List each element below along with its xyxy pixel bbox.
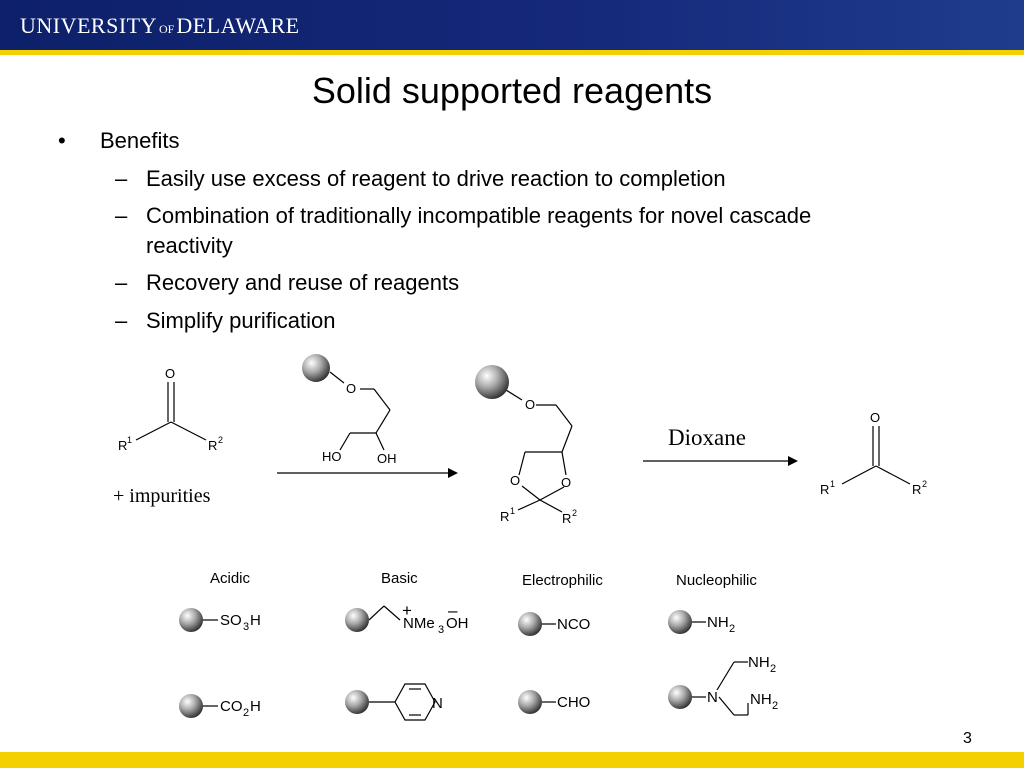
formula-text: NH [707,614,729,631]
atom-label: R [562,511,571,526]
atom-label: O [870,410,880,425]
formula-text: 2 [770,663,776,675]
formula-text: + [402,601,412,620]
header-stripe [0,50,1024,55]
atom-label: R [820,482,829,497]
formula-text: NH [748,654,770,671]
atom-label: 1 [830,479,835,489]
impurities-label: + impurities [113,485,211,507]
formula-text: – [448,601,458,620]
atom-label: 1 [510,506,515,516]
formula-text: NCO [557,616,590,633]
category-nucleophilic: Nucleophilic [676,572,757,589]
sub-item: Simplify purification [146,308,336,333]
formula-text: OH [446,615,469,632]
logo-text-of: OF [159,22,175,36]
atom-label: 2 [922,479,927,489]
dash-marker: – [115,203,128,228]
atom-label: R [912,482,921,497]
solvent-label: Dioxane [668,425,746,450]
sub-item-continued: reactivity [146,233,233,258]
resin-bead [302,354,330,382]
atom-label: R [500,509,509,524]
formula-text: SO [220,612,242,629]
resin-bead [668,685,692,709]
atom-label: O [561,475,571,490]
formula-text: 3 [243,621,249,633]
atom-label: O [525,397,535,412]
atom-label: R [118,438,127,453]
category-electrophilic: Electrophilic [522,572,603,589]
resin-bead [179,694,203,718]
atom-label: 2 [572,508,577,518]
sub-item: Easily use excess of reagent to drive re… [146,166,726,191]
resin-bead [179,608,203,632]
atom-label: HO [322,449,342,464]
dash-marker: – [115,270,128,295]
atom-label: O [346,381,356,396]
formula-text: H [250,612,261,629]
formula-text: 2 [729,623,735,635]
atom-label: O [165,366,175,381]
atom-label: R [208,438,217,453]
dash-marker: – [115,166,128,191]
sub-item: Combination of traditionally incompatibl… [146,203,812,228]
logo-text-delaware: DELAWARE [176,13,300,38]
dash-marker: – [115,308,128,333]
resin-bead [345,608,369,632]
formula-text: 3 [438,624,444,636]
bullet-benefits: Benefits [100,128,180,153]
formula-text: NH [750,691,772,708]
formula-text: H [250,698,261,715]
slide-title: Solid supported reagents [311,70,713,111]
resin-bead [668,610,692,634]
sub-item: Recovery and reuse of reagents [146,270,460,295]
resin-bead [345,690,369,714]
resin-bead [518,690,542,714]
atom-label: 1 [127,435,132,445]
formula-text: N [707,689,718,706]
page-number: 3 [963,730,972,747]
formula-text: NMe [403,615,435,632]
bullet-marker: • [58,128,66,153]
formula-text: N [432,695,443,712]
resin-bead [475,365,509,399]
formula-text: CO [220,698,243,715]
formula-text: 2 [772,700,778,712]
atom-label: 2 [218,435,223,445]
resin-bead [518,612,542,636]
logo-text-university: UNIVERSITY [20,13,157,38]
footer-bar [0,752,1024,768]
atom-label: OH [377,451,397,466]
atom-label: O [510,473,520,488]
formula-text: 2 [243,707,249,719]
formula-text: CHO [557,694,590,711]
category-basic: Basic [381,570,418,587]
category-acidic: Acidic [210,570,251,587]
